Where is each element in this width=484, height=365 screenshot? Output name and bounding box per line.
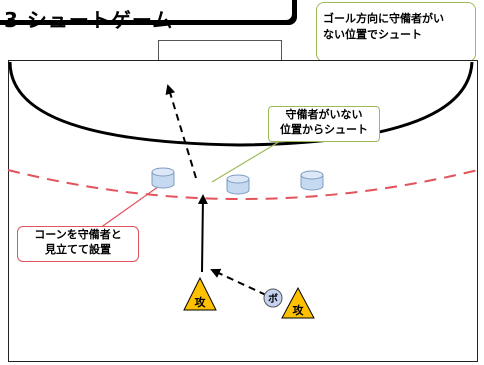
shoot-position-callout: 守備者がいない 位置からシュート [268,106,380,142]
run-arrow [197,194,208,273]
cone-1 [151,167,175,189]
cone-3 [300,170,324,191]
cone-defender-callout: コーンを守備者と 見立てて設置 [17,226,139,262]
cone-callout-pointer [99,183,163,229]
top-note-line-2: ない位置でシュート [323,28,422,41]
pass-arrow [210,268,267,296]
ball-label: ボ [268,292,278,305]
shot-arrow [165,84,197,179]
diagram-title: 3 シュートゲーム [4,8,174,32]
shoot-callout-line-1: 守備者がいない [285,108,363,121]
cone-callout-line-2: 見立てて設置 [45,243,111,256]
ball: ボ [263,288,283,308]
attacker-2: 攻 [281,286,315,319]
top-note-line-1: ゴール方向に守備者がい [323,12,444,25]
free-throw-line [7,169,479,200]
shoot-callout-pointer [211,139,283,183]
title-box: 3 シュートゲーム [0,0,294,32]
attacker-1: 攻 [183,276,217,311]
shoot-callout-line-2: 位置からシュート [280,123,368,136]
cone-2 [226,174,250,195]
top-note: ゴール方向に守備者がい ない位置でシュート [316,2,476,62]
attacker-1-label: 攻 [195,295,207,309]
goal-area-arc [8,61,474,147]
court-area [8,60,478,362]
attacker-2-label: 攻 [293,303,305,317]
cone-callout-line-1: コーンを守備者と [34,228,122,241]
